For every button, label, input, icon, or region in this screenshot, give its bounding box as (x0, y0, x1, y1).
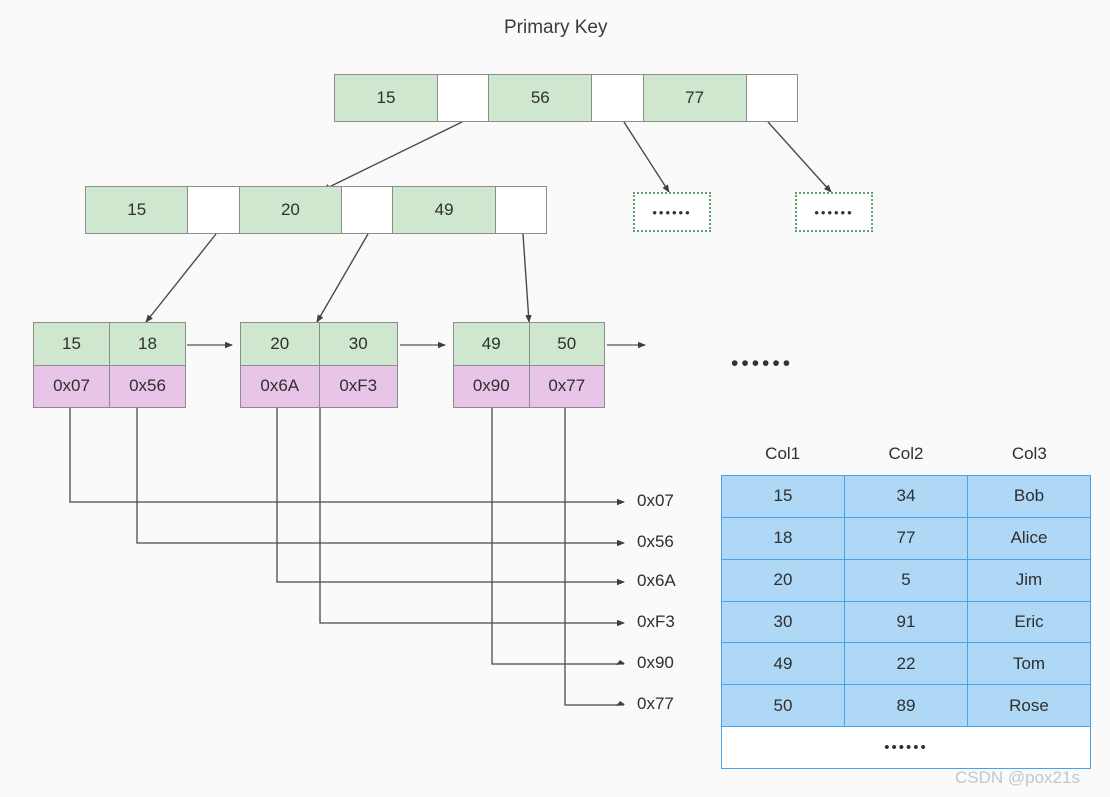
internal-key-2: 20 (239, 187, 343, 233)
table-more-row: •••••• (722, 727, 1090, 769)
table-header-row: Col1 Col2 Col3 (721, 440, 1091, 468)
leaf-1-address-1: 0x07 (34, 365, 110, 407)
address-label-6: 0x77 (637, 694, 674, 713)
internal-key-4: 49 (393, 187, 496, 233)
leaf-3-key-1: 49 (454, 323, 530, 365)
table-cell-r1-c3: Bob (968, 476, 1090, 517)
internal-node: 15 20 49 (85, 186, 547, 234)
table-cell-r4-c3: Eric (968, 601, 1090, 643)
leaf-2-address-2: 0xF3 (319, 365, 397, 407)
internal-pointer-5 (495, 187, 547, 233)
address-label-2: 0x56 (637, 532, 674, 551)
table-cell-r5-c1: 49 (722, 643, 845, 685)
table-cell-r2-c3: Alice (968, 517, 1090, 559)
internal-key-0: 15 (86, 187, 189, 233)
root-node: 15 56 77 (334, 74, 798, 122)
root-key-2: 56 (489, 75, 593, 121)
internal-pointer-3 (342, 187, 394, 233)
watermark: CSDN @pox21s (955, 768, 1080, 787)
table-column-header-1: Col1 (765, 444, 801, 463)
placeholder-box-2: •••••• (795, 192, 873, 232)
table-cell-r1-c1: 15 (722, 476, 845, 517)
table-cell-r2-c1: 18 (722, 517, 845, 559)
table-cell-r3-c2: 5 (845, 559, 968, 601)
internal-pointer-1 (188, 187, 240, 233)
table-cell-r4-c2: 91 (845, 601, 968, 643)
leaf-1-key-1: 15 (34, 323, 110, 365)
leaf-2-key-1: 20 (241, 323, 320, 365)
leaf-2-address-1: 0x6A (241, 365, 320, 407)
leaf-chain-ellipsis: •••••• (731, 352, 794, 375)
leaf-3-address-1: 0x90 (454, 365, 530, 407)
table-cell-r1-c2: 34 (845, 476, 968, 517)
placeholder-box-1: •••••• (633, 192, 711, 232)
table-column-header-3: Col3 (1011, 444, 1047, 463)
page-title: Primary Key (504, 17, 608, 38)
leaf-3-key-2: 50 (529, 323, 604, 365)
table-column-header-2: Col2 (888, 444, 924, 463)
leaf-2-key-2: 30 (319, 323, 397, 365)
address-label-5: 0x90 (637, 653, 674, 672)
address-label-4: 0xF3 (637, 612, 675, 631)
root-pointer-5 (746, 75, 797, 121)
root-key-4: 77 (643, 75, 747, 121)
table-cell-r5-c2: 22 (845, 643, 968, 685)
table-cell-r6-c1: 50 (722, 685, 845, 727)
table-cell-r6-c2: 89 (845, 685, 968, 727)
table-cell-r6-c3: Rose (968, 685, 1090, 727)
table-cell-r3-c1: 20 (722, 559, 845, 601)
table-cell-r2-c2: 77 (845, 517, 968, 559)
root-pointer-1 (437, 75, 490, 121)
table-more-ellipsis: •••••• (722, 727, 1090, 769)
root-pointer-3 (592, 75, 644, 121)
table-cell-r5-c3: Tom (968, 643, 1090, 685)
table-cell-r3-c3: Jim (968, 559, 1090, 601)
leaf-1-key-2: 18 (110, 323, 185, 365)
table-cell-r4-c1: 30 (722, 601, 845, 643)
leaf-3-address-2: 0x77 (529, 365, 604, 407)
address-label-1: 0x07 (637, 491, 674, 510)
leaf-1-address-2: 0x56 (110, 365, 185, 407)
address-label-3: 0x6A (637, 571, 676, 590)
root-key-0: 15 (335, 75, 438, 121)
